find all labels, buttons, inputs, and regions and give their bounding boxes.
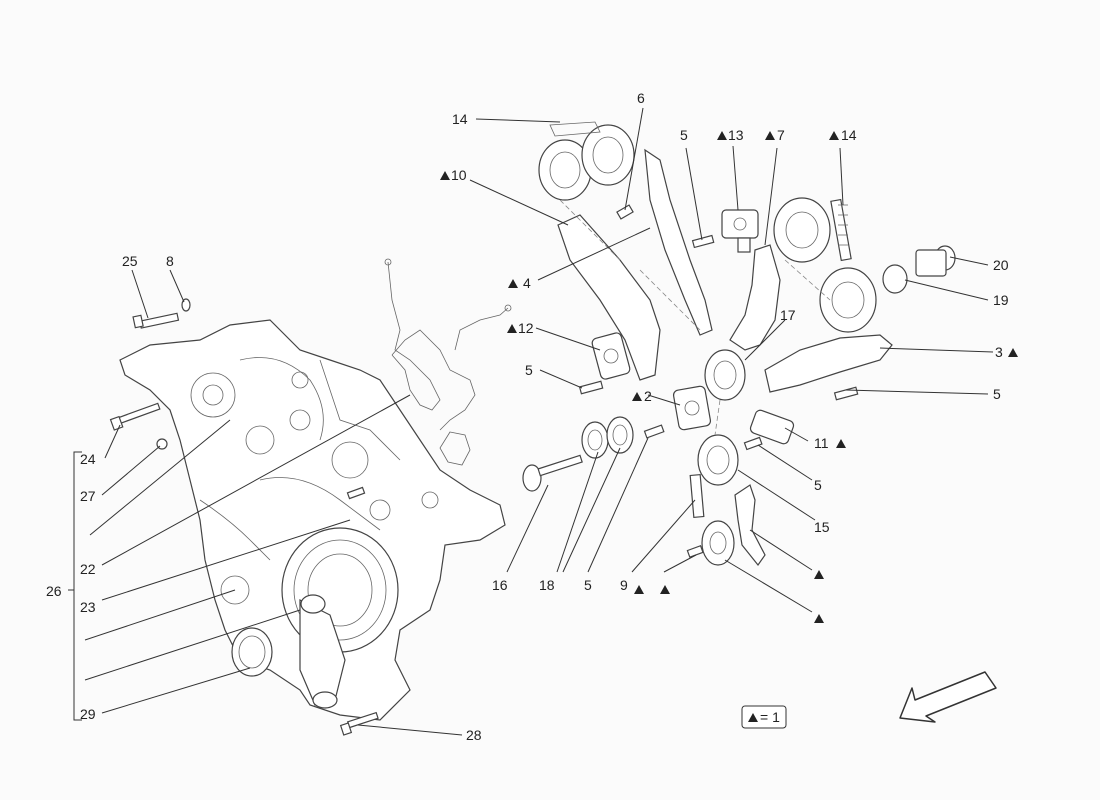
part-label-19: 19 xyxy=(993,292,1009,308)
part-label-12: 12 xyxy=(518,320,534,336)
leader-lines xyxy=(68,107,994,736)
part-label-14-chain: 14 xyxy=(841,127,857,143)
part-label-28: 28 xyxy=(466,727,482,743)
triangle-icon xyxy=(634,585,644,594)
tensioner-13 xyxy=(721,209,759,253)
part-label-5-right: 5 xyxy=(993,386,1001,402)
sprocket-17 xyxy=(704,349,746,401)
part-label-5-left: 5 xyxy=(525,362,533,378)
part-label-26: 26 xyxy=(46,583,62,599)
triangle-icon xyxy=(814,614,824,623)
triangle-icon xyxy=(507,324,517,333)
part-label-7: 7 xyxy=(777,127,785,143)
triangle-icon xyxy=(765,131,775,140)
triangle-icon xyxy=(836,439,846,448)
part-label-5-tensioner: 5 xyxy=(814,477,822,493)
part-label-14: 14 xyxy=(452,111,468,127)
triangle-icon xyxy=(508,279,518,288)
bolt-5-upper xyxy=(691,234,715,249)
chain-guide-3 xyxy=(764,334,893,393)
part-label-29: 29 xyxy=(80,706,96,722)
part-label-6: 6 xyxy=(637,90,645,106)
part-label-13: 13 xyxy=(728,127,744,143)
triangle-icon xyxy=(717,131,727,140)
triangle-icon xyxy=(440,171,450,180)
tensioner-12 xyxy=(591,332,631,380)
tensioner-2 xyxy=(672,385,712,431)
part-label-8: 8 xyxy=(166,253,174,269)
shaft-16 xyxy=(522,454,583,492)
camshaft-sprocket-right xyxy=(773,197,877,333)
part-label-24: 24 xyxy=(80,451,96,467)
camshaft-sprocket-upper xyxy=(538,121,635,201)
oil-seal-ring xyxy=(231,627,273,677)
triangle-markers xyxy=(440,131,1018,623)
chain-segment-9 xyxy=(689,473,705,519)
part-label-25: 25 xyxy=(122,253,138,269)
water-pump xyxy=(281,527,399,709)
part-label-23: 23 xyxy=(80,599,96,615)
triangle-icon xyxy=(1008,348,1018,357)
part-label-5-mid: 5 xyxy=(584,577,592,593)
bolt-5-mid xyxy=(643,424,665,439)
part-labels: 14 6 5 13 7 14 10 4 20 19 25 8 12 17 3 5… xyxy=(46,90,1009,743)
bolt-5-right xyxy=(833,386,859,401)
bolt-28 xyxy=(339,711,379,736)
part-label-5: 5 xyxy=(680,127,688,143)
plug-20 xyxy=(915,245,956,277)
triangle-icon xyxy=(814,570,824,579)
timing-chain-14 xyxy=(830,198,852,262)
part-label-10: 10 xyxy=(451,167,467,183)
bolt-5-tensioner xyxy=(743,436,763,451)
part-label-11: 11 xyxy=(814,435,829,451)
legend-text: = 1 xyxy=(760,709,780,725)
part-label-9: 9 xyxy=(620,577,628,593)
part-label-2: 2 xyxy=(644,388,652,404)
part-label-17: 17 xyxy=(780,307,796,323)
part-label-16: 16 xyxy=(492,577,508,593)
part-label-3: 3 xyxy=(995,344,1003,360)
gear-pair-18 xyxy=(581,416,634,459)
triangle-icon xyxy=(660,585,670,594)
bolt-5-left xyxy=(578,380,604,395)
part-label-20: 20 xyxy=(993,257,1009,273)
chain-guide-10 xyxy=(557,214,661,381)
triangle-icon xyxy=(829,131,839,140)
part-label-27: 27 xyxy=(80,488,96,504)
part-label-18: 18 xyxy=(539,577,555,593)
sprocket-15 xyxy=(697,434,739,486)
arrow-down-left-icon xyxy=(899,671,997,723)
bolt-small-lower xyxy=(686,545,704,558)
sensor-bolt xyxy=(346,486,366,500)
chain-guide-lower xyxy=(734,484,766,567)
part-label-4: 4 xyxy=(523,275,531,291)
legend-box: = 1 xyxy=(741,705,787,729)
o-ring-19 xyxy=(882,264,908,294)
part-label-15: 15 xyxy=(814,519,830,535)
triangle-icon xyxy=(748,713,758,722)
tensioner-11 xyxy=(749,409,795,445)
bolt-24 xyxy=(109,402,161,431)
chain-guide-7 xyxy=(729,244,781,351)
triangle-icon xyxy=(632,392,642,401)
bolt-25 xyxy=(132,312,180,329)
crank-sprocket-lower xyxy=(701,520,735,566)
chain-guide-4 xyxy=(644,148,713,336)
bolt-6 xyxy=(616,204,634,220)
part-label-22: 22 xyxy=(80,561,96,577)
cover-gasket xyxy=(384,258,512,466)
